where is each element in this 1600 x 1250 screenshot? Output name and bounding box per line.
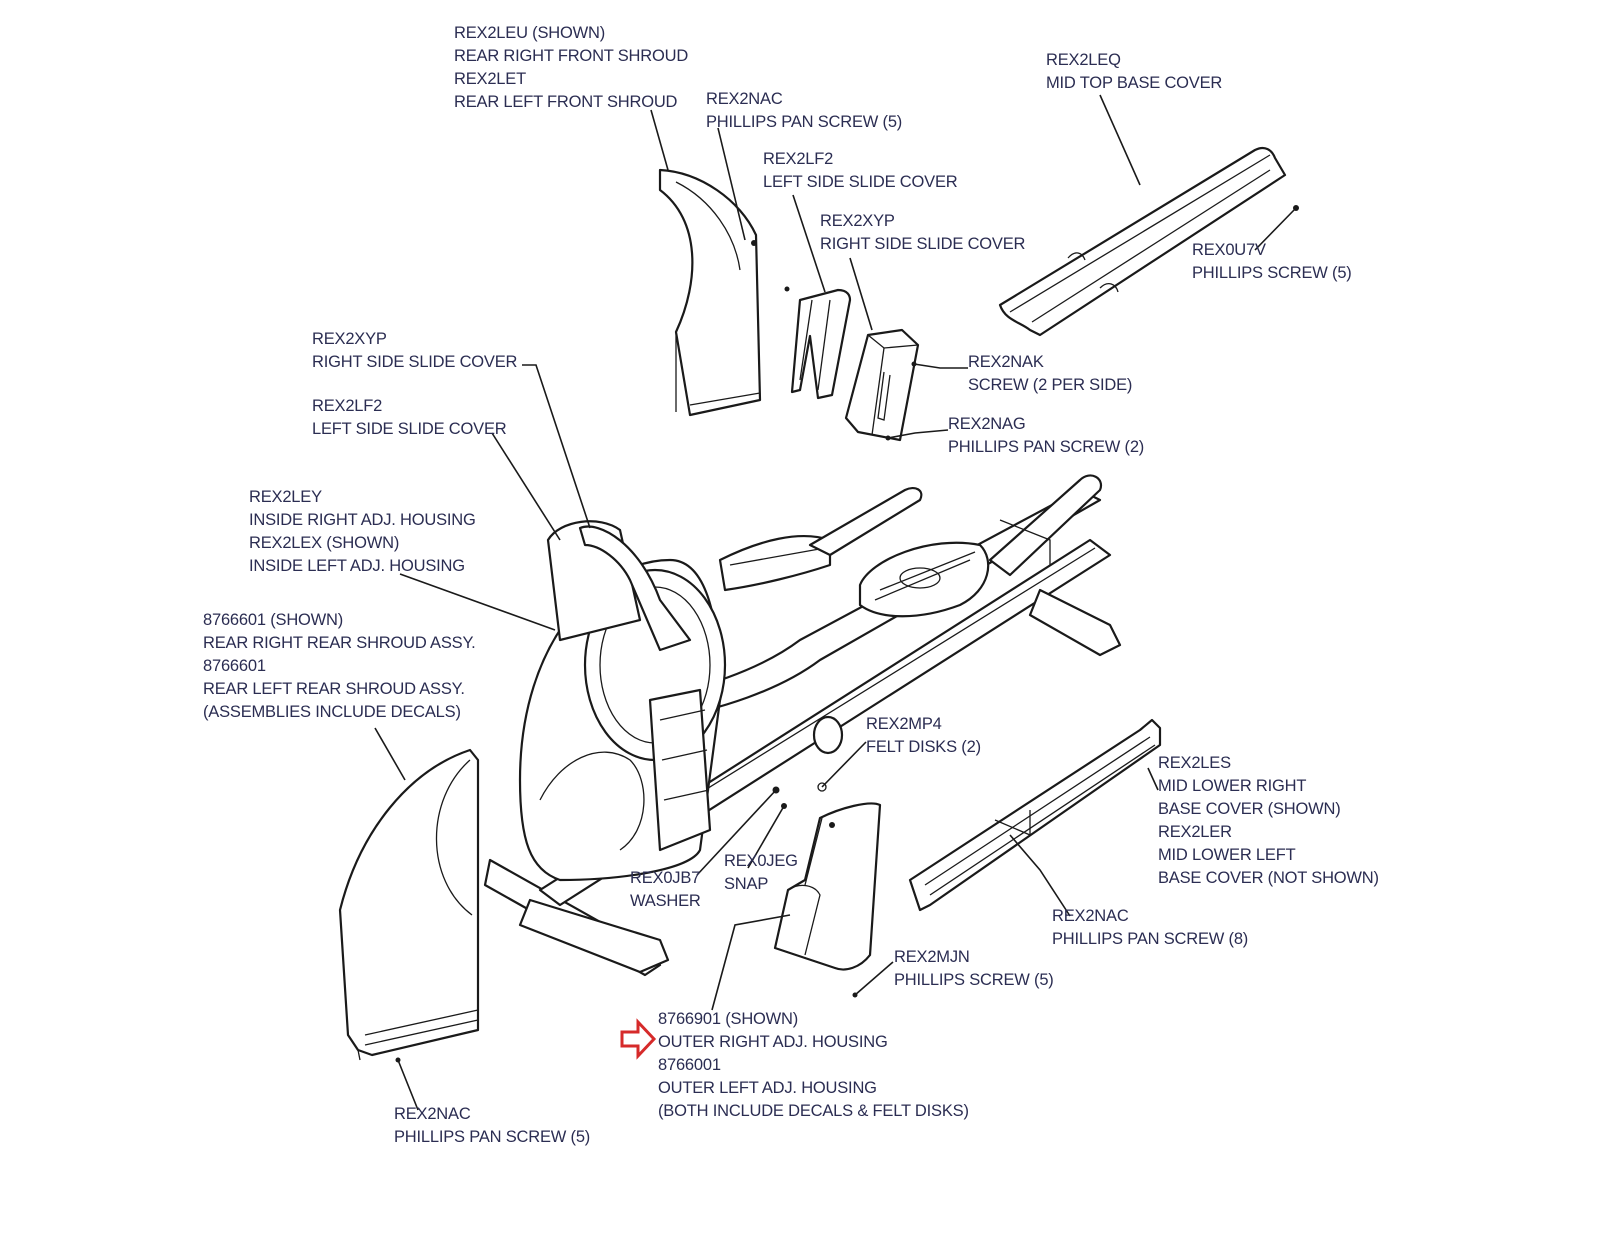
callout-line: REX2LES [1158, 754, 1231, 772]
callout-line: REX2LET [454, 70, 526, 88]
callout-line: RIGHT SIDE SLIDE COVER [312, 353, 518, 371]
callout-mid-lower-base-cover: REX2LES MID LOWER RIGHT BASE COVER (SHOW… [1158, 752, 1379, 890]
outer-adj-housing-part [773, 802, 882, 971]
callout-line: REX2LER [1158, 823, 1232, 841]
callout-line: REX2LF2 [312, 397, 383, 415]
callout-line: REX0JB7 [630, 869, 701, 887]
callout-base-cover-screw: REX0U7V PHILLIPS SCREW (5) [1192, 239, 1352, 285]
callout-line: LEFT SIDE SLIDE COVER [312, 420, 507, 438]
callout-right-slide-cover-left: REX2XYP RIGHT SIDE SLIDE COVER [312, 328, 517, 374]
callout-outer-adj-housing: 8766901 (SHOWN) OUTER RIGHT ADJ. HOUSING… [658, 1008, 969, 1123]
callout-line: (BOTH INCLUDE DECALS & FELT DISKS) [658, 1102, 969, 1120]
leader-lines [374, 94, 1297, 1111]
callout-felt-disks: REX2MP4 FELT DISKS (2) [866, 713, 981, 759]
callout-right-slide-cover-top: REX2XYP RIGHT SIDE SLIDE COVER [820, 210, 1025, 256]
callout-slide-screw: REX2NAK SCREW (2 PER SIDE) [968, 351, 1132, 397]
callout-line: MID TOP BASE COVER [1046, 74, 1223, 92]
right-slide-cover-part [844, 328, 920, 442]
callout-line: REX0U7V [1192, 241, 1266, 259]
callout-line: REX2LEY [249, 488, 322, 506]
callout-snap: REX0JEG SNAP [724, 850, 798, 896]
callout-front-shroud-screw: REX2NAC PHILLIPS PAN SCREW (5) [706, 88, 902, 134]
callout-left-slide-cover-left: REX2LF2 LEFT SIDE SLIDE COVER [312, 395, 507, 441]
callout-line: 8766001 [658, 1056, 721, 1074]
callout-lower-base-screw: REX2NAC PHILLIPS PAN SCREW (8) [1052, 905, 1248, 951]
callout-line: REX2NAC [706, 90, 783, 108]
callout-line: REAR LEFT FRONT SHROUD [454, 93, 678, 111]
mid-top-base-cover-part [998, 146, 1287, 337]
callout-outer-housing-screw: REX2MJN PHILLIPS SCREW (5) [894, 946, 1054, 992]
callout-line: RIGHT SIDE SLIDE COVER [820, 235, 1026, 253]
callout-line: SCREW (2 PER SIDE) [968, 376, 1133, 394]
callout-line: SNAP [724, 875, 769, 893]
callout-line: REX2LEU (SHOWN) [454, 24, 606, 42]
callout-line: REX2LEX (SHOWN) [249, 534, 400, 552]
front-shroud-part [658, 168, 762, 417]
callout-line: PHILLIPS SCREW (5) [1192, 264, 1352, 282]
callout-line: REX2NAC [394, 1105, 471, 1123]
callout-line: PHILLIPS PAN SCREW (2) [948, 438, 1145, 456]
callout-slide-pan-screw: REX2NAG PHILLIPS PAN SCREW (2) [948, 413, 1144, 459]
callout-line: REX2XYP [312, 330, 387, 348]
callout-line: INSIDE LEFT ADJ. HOUSING [249, 557, 465, 575]
callout-line: BASE COVER (SHOWN) [1158, 800, 1341, 818]
callout-left-slide-cover-top: REX2LF2 LEFT SIDE SLIDE COVER [763, 148, 958, 194]
callout-line: BASE COVER (NOT SHOWN) [1158, 869, 1379, 887]
callout-washer: REX0JB7 WASHER [630, 867, 701, 913]
callout-line: 8766601 [203, 657, 266, 675]
callout-line: WASHER [630, 892, 701, 910]
callout-front-shroud: REX2LEU (SHOWN) REAR RIGHT FRONT SHROUD … [454, 22, 688, 114]
callout-line: 8766901 (SHOWN) [658, 1010, 799, 1028]
callout-line: OUTER LEFT ADJ. HOUSING [658, 1079, 877, 1097]
callout-line: REX0JEG [724, 852, 798, 870]
callout-rear-shroud-assy: 8766601 (SHOWN) REAR RIGHT REAR SHROUD A… [203, 609, 476, 724]
callout-line: INSIDE RIGHT ADJ. HOUSING [249, 511, 476, 529]
callout-line: REAR RIGHT FRONT SHROUD [454, 47, 689, 65]
mid-lower-base-cover-part [908, 718, 1162, 912]
callout-line: FELT DISKS (2) [866, 738, 981, 756]
elliptical-machine-body [483, 474, 1122, 977]
callout-line: REX2NAG [948, 415, 1026, 433]
callout-line: REX2LF2 [763, 150, 834, 168]
callout-line: REX2LEQ [1046, 51, 1121, 69]
left-slide-cover-part [790, 288, 852, 400]
callout-line: OUTER RIGHT ADJ. HOUSING [658, 1033, 888, 1051]
callout-line: PHILLIPS PAN SCREW (5) [706, 113, 903, 131]
callout-line: 8766601 (SHOWN) [203, 611, 344, 629]
rear-shroud-part [338, 748, 480, 1061]
callout-line: REX2MJN [894, 948, 970, 966]
callout-line: MID LOWER LEFT [1158, 846, 1296, 864]
callout-line: REX2NAC [1052, 907, 1129, 925]
right-arrow-icon [620, 1018, 657, 1060]
callout-mid-top-base-cover: REX2LEQ MID TOP BASE COVER [1046, 49, 1222, 95]
callout-line: REX2MP4 [866, 715, 942, 733]
callout-line: PHILLIPS PAN SCREW (5) [394, 1128, 591, 1146]
callout-line: PHILLIPS SCREW (5) [894, 971, 1054, 989]
callout-line: REX2XYP [820, 212, 895, 230]
callout-line: MID LOWER RIGHT [1158, 777, 1307, 795]
callout-inside-adj-housing: REX2LEY INSIDE RIGHT ADJ. HOUSING REX2LE… [249, 486, 476, 578]
callout-line: REAR RIGHT REAR SHROUD ASSY. [203, 634, 476, 652]
callout-line: REAR LEFT REAR SHROUD ASSY. [203, 680, 465, 698]
callout-line: (ASSEMBLIES INCLUDE DECALS) [203, 703, 461, 721]
callout-rear-shroud-screw: REX2NAC PHILLIPS PAN SCREW (5) [394, 1103, 590, 1149]
callout-line: PHILLIPS PAN SCREW (8) [1052, 930, 1249, 948]
callout-line: LEFT SIDE SLIDE COVER [763, 173, 958, 191]
callout-line: REX2NAK [968, 353, 1044, 371]
